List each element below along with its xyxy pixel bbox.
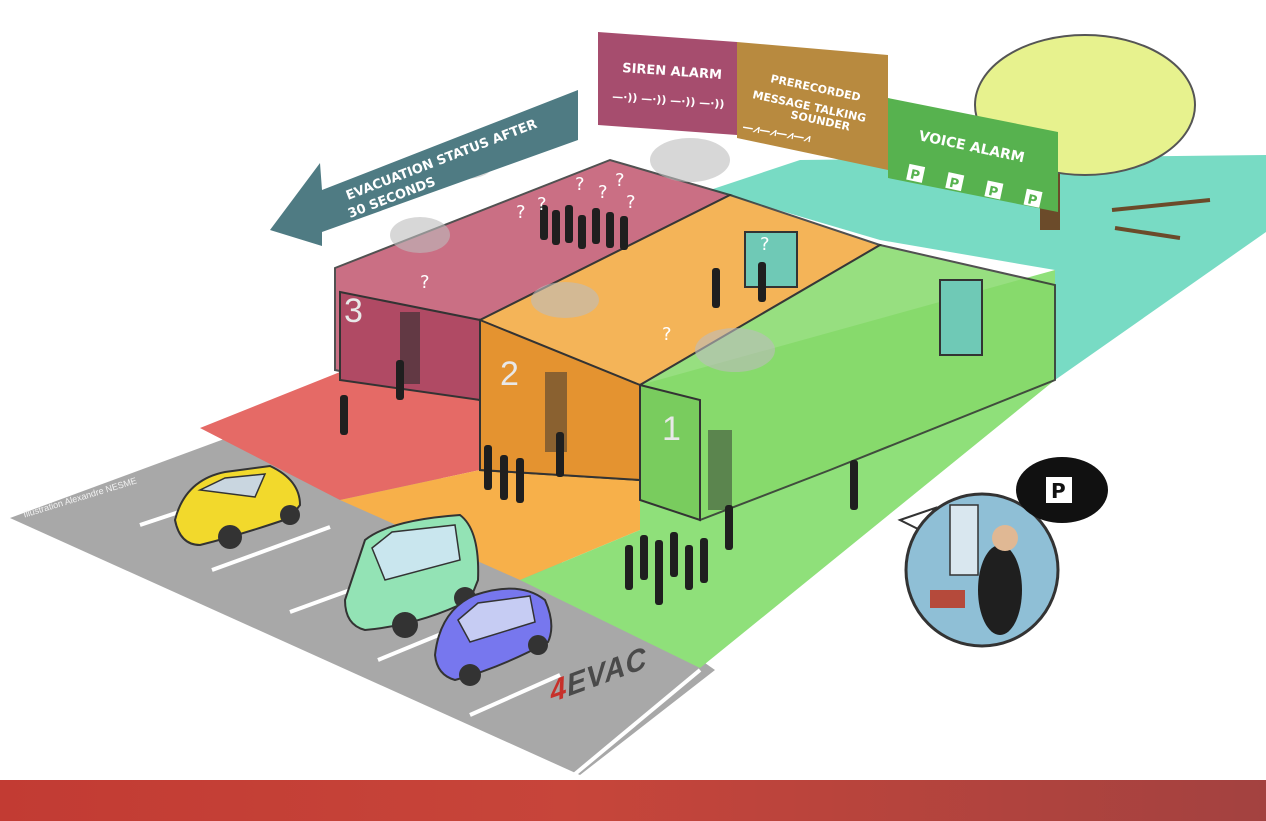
voice-symbol: P: [909, 167, 921, 184]
voice-alarm-symbols: P P P P: [906, 163, 1043, 209]
zone-number-1: 1: [662, 410, 681, 448]
question-mark: ?: [516, 202, 526, 223]
picnic-table: [1111, 198, 1211, 240]
operator-inset: P: [897, 457, 1108, 648]
ground-zone-3: [200, 370, 480, 500]
evacuation-illustration: 3 2 1 ? ? ? ?: [10, 32, 1266, 776]
green-van: [343, 513, 480, 638]
voice-symbol: P: [1026, 192, 1038, 209]
speech-symbol: P: [1051, 479, 1066, 503]
ground-zone-outside: [710, 155, 1266, 380]
blue-car: [433, 587, 553, 686]
zone-1-building: [638, 243, 1056, 522]
zone-2-building: [479, 193, 883, 482]
people-zone-3: [340, 205, 628, 435]
zone-3-building: [334, 158, 733, 402]
question-mark: ?: [420, 272, 430, 293]
voice-symbol: P: [948, 176, 960, 193]
zone-number-2: 2: [500, 355, 519, 393]
question-mark: ?: [537, 194, 547, 215]
bottom-bar: [0, 780, 1266, 821]
question-mark: ?: [615, 170, 625, 191]
question-mark: ?: [626, 192, 636, 213]
confused-markers: ? ? ? ? ? ? ? ? ?: [420, 170, 770, 345]
zone-number-3: 3: [344, 292, 363, 330]
voice-symbol: P: [987, 184, 999, 201]
siren-alarm-label: SIREN ALARM: [622, 61, 723, 83]
people-zone-1: [625, 460, 858, 605]
people-zone-2: [484, 262, 766, 503]
yellow-car: [173, 464, 302, 549]
question-mark: ?: [575, 174, 585, 195]
alarm-banner: SIREN ALARM —·)) —·)) —·)) —·)) PRERECOR…: [598, 32, 1058, 212]
question-mark: ?: [598, 182, 608, 203]
question-mark: ?: [662, 324, 672, 345]
question-mark: ?: [760, 234, 770, 255]
